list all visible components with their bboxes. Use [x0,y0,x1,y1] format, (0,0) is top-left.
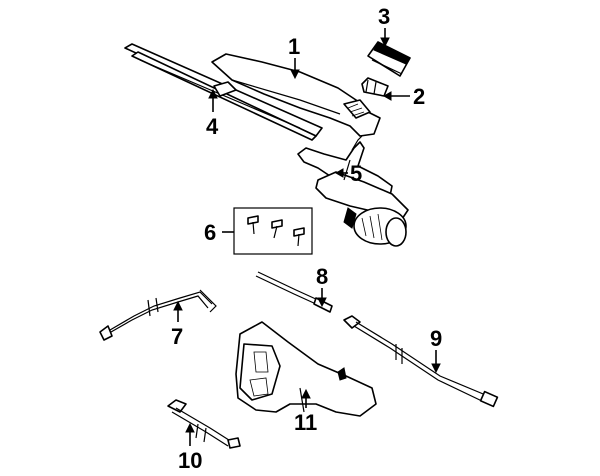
callout-numbers: 1 2 3 4 5 6 7 8 9 10 11 [171,4,442,473]
part-4-wiper-blade[interactable] [124,43,323,141]
part-6-screw-set[interactable] [233,207,313,255]
callout-11: 11 [294,410,317,435]
callout-1: 1 [288,34,300,59]
screw-1 [247,215,259,235]
callout-3: 3 [378,4,390,29]
part-8-washer-hose[interactable] [255,271,333,313]
callout-7: 7 [171,324,183,349]
part-5-wiper-motor[interactable] [297,135,409,247]
part-2-nut[interactable] [361,77,389,97]
callout-9: 9 [430,326,442,351]
part-10-washer-pump[interactable] [167,399,241,449]
callout-4: 4 [206,114,219,139]
part-7-washer-nozzle-tube[interactable] [99,289,217,341]
leader-lines [173,28,441,446]
part-1-wiper-arm[interactable] [211,53,381,137]
part-11-washer-reservoir[interactable] [235,321,377,417]
callout-8: 8 [316,264,328,289]
screw-2 [271,219,283,239]
callout-10: 10 [178,448,202,473]
callout-6: 6 [204,220,216,245]
part-3-arm-cap[interactable] [367,41,411,77]
screw-3 [293,227,305,247]
callout-2: 2 [413,84,425,109]
part-9-washer-hose[interactable] [343,315,499,408]
callout-5: 5 [350,161,362,186]
